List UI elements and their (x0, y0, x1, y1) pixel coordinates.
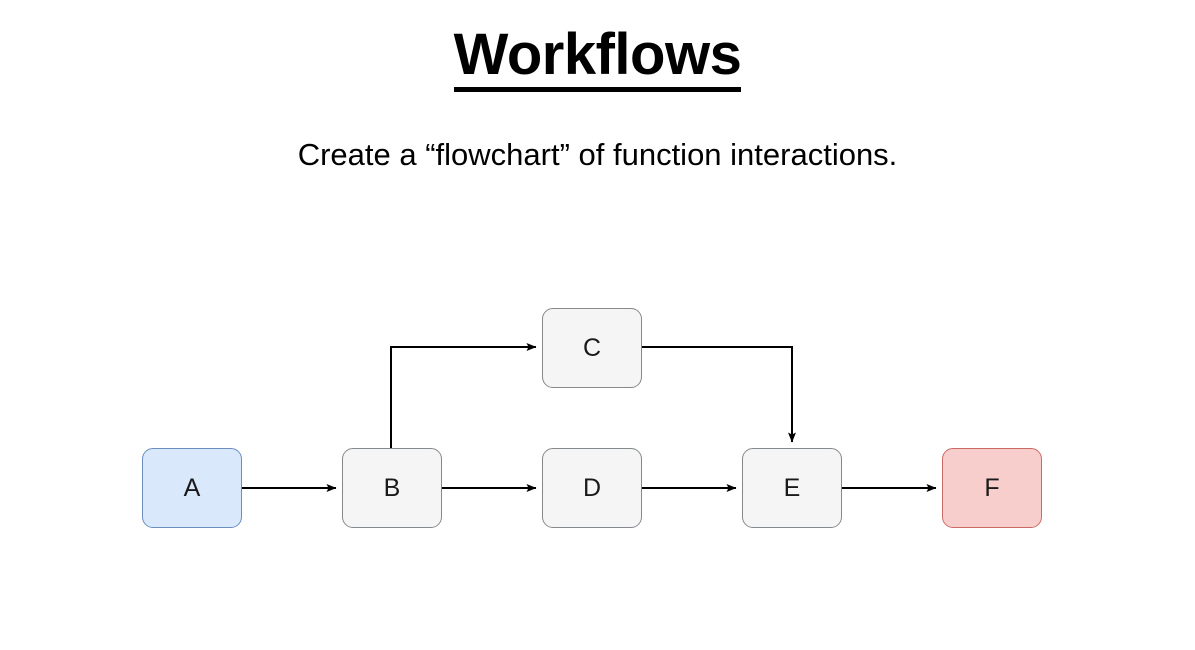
flow-node-b-label: B (383, 473, 401, 502)
flow-node-a[interactable]: A (142, 448, 242, 528)
flow-node-f-label: F (984, 473, 1000, 502)
flow-node-a-label: A (183, 473, 201, 502)
flow-node-c[interactable]: C (542, 308, 642, 388)
flow-edge-c-e (642, 346, 796, 443)
page-title-text: Workflows (453, 26, 742, 92)
flow-node-e[interactable]: E (742, 448, 842, 528)
flow-node-e-label: E (783, 473, 801, 502)
page-subtitle: Create a “flowchart” of function interac… (297, 137, 898, 172)
flow-node-d[interactable]: D (542, 448, 642, 528)
flow-node-d-label: D (582, 473, 602, 502)
flow-edge-b-c (390, 343, 537, 448)
flow-node-c-label: C (582, 333, 602, 362)
flow-node-b[interactable]: B (342, 448, 442, 528)
page-title: Workflows (0, 26, 1195, 92)
flow-node-f[interactable]: F (942, 448, 1042, 528)
